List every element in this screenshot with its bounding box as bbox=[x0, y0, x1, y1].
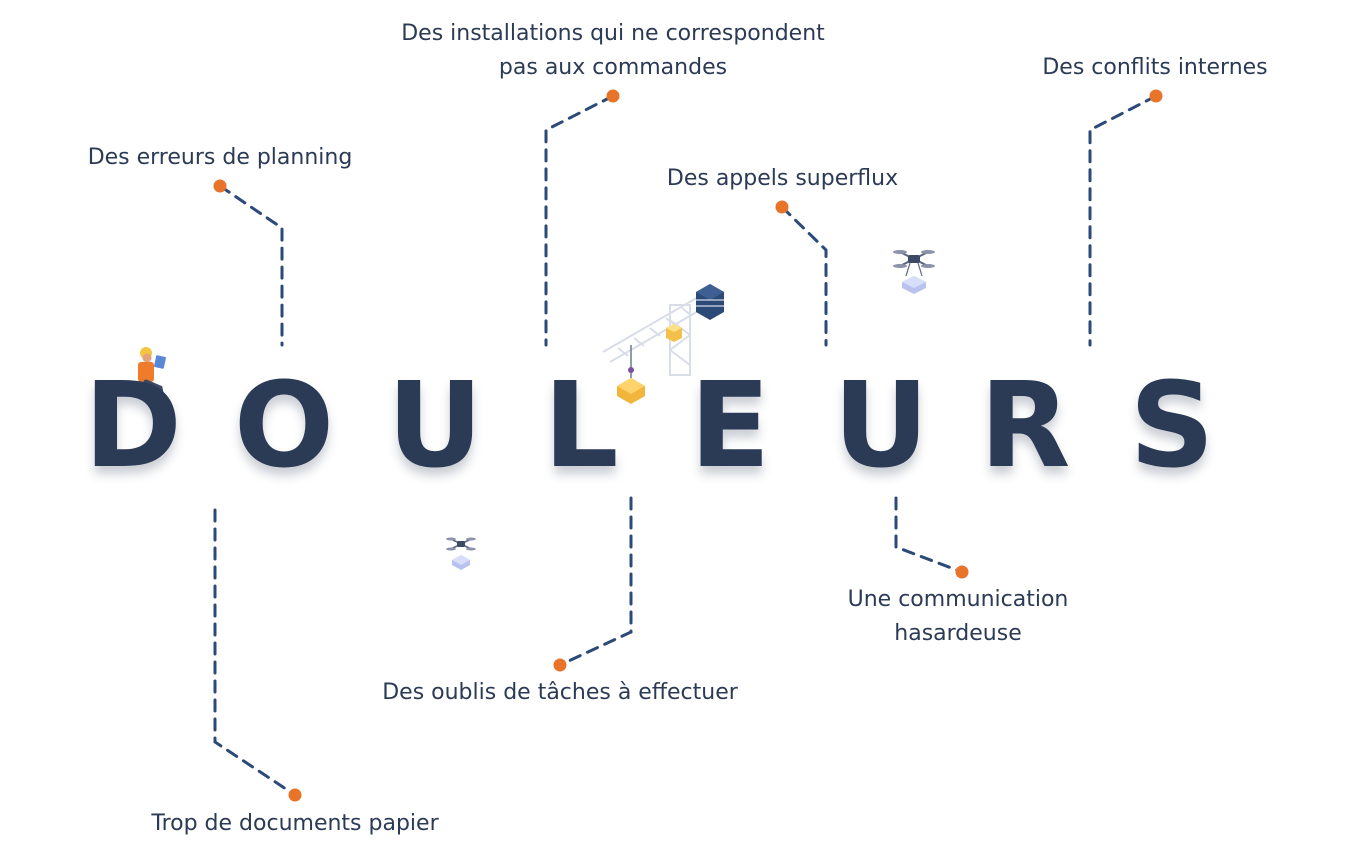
drone-icon-small bbox=[446, 537, 476, 570]
worker-icon bbox=[138, 347, 167, 409]
label-communication: Une communication hasardeuse bbox=[847, 587, 1069, 646]
label-documents: Trop de documents papier bbox=[151, 811, 439, 836]
connector-taches bbox=[553, 496, 633, 672]
title-letter: L bbox=[543, 356, 619, 494]
title-letter: R bbox=[979, 356, 1071, 494]
label-appels: Des appels superflux bbox=[666, 166, 899, 191]
title-letter: D bbox=[84, 356, 182, 494]
label-taches: Des oublis de tâches à effectuer bbox=[382, 680, 738, 705]
connector-communication bbox=[894, 496, 969, 579]
connector-dot-planning bbox=[213, 179, 227, 193]
connector-dot-documents bbox=[288, 788, 302, 802]
connector-dot-taches bbox=[553, 658, 567, 672]
title-letter: O bbox=[233, 356, 335, 494]
label-conflits: Des conflits internes bbox=[1042, 55, 1268, 80]
label-planning: Des erreurs de planning bbox=[87, 145, 353, 170]
connector-dot-appels bbox=[775, 200, 789, 214]
connector-installations bbox=[544, 89, 620, 347]
label-installations: Des installations qui ne correspondent p… bbox=[401, 21, 825, 80]
douleurs-title: D O U L E U R S bbox=[0, 360, 1366, 490]
drone-icon bbox=[893, 250, 935, 294]
connector-dot-installations bbox=[606, 89, 620, 103]
connector-conflits bbox=[1088, 89, 1163, 347]
connector-planning bbox=[213, 179, 284, 347]
title-letter: E bbox=[689, 356, 771, 494]
crane-icon bbox=[602, 284, 724, 404]
connector-dot-communication bbox=[955, 565, 969, 579]
title-letter: S bbox=[1129, 356, 1215, 494]
connector-appels bbox=[775, 200, 828, 347]
title-letter: U bbox=[387, 356, 483, 494]
connector-documents bbox=[213, 508, 302, 802]
title-letter: U bbox=[833, 356, 929, 494]
connector-dot-conflits bbox=[1149, 89, 1163, 103]
